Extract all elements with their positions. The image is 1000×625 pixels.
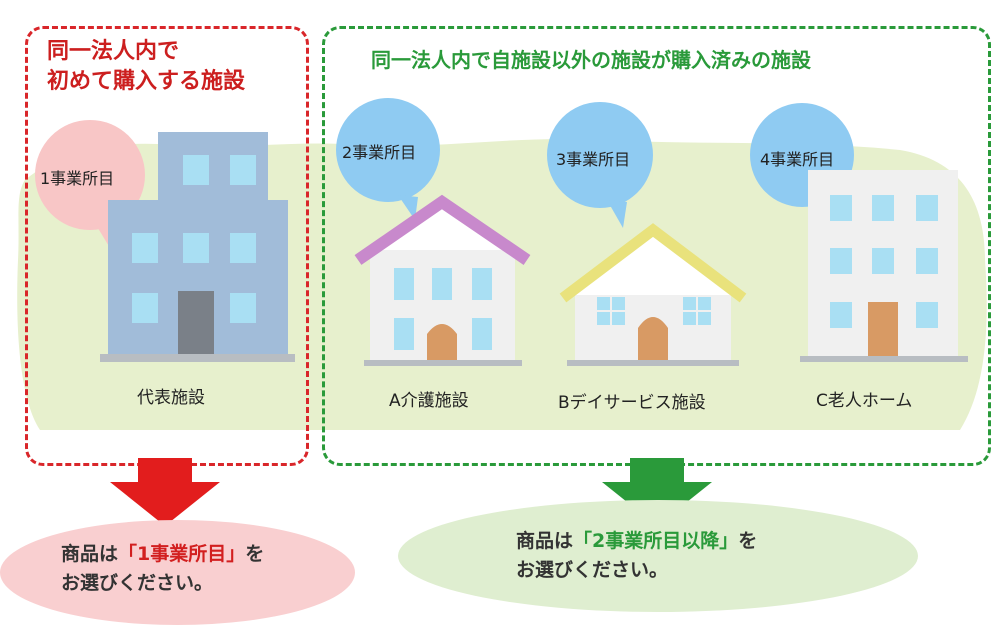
house-icon: [330, 90, 535, 375]
house-a-bubble-label: 2事業所目: [342, 139, 416, 163]
right-cta-line2: お選びください。: [516, 556, 757, 585]
right-cta-suffix: を: [738, 530, 757, 552]
right-cta-highlight: 「2事業所目以降」: [573, 530, 738, 552]
left-title-line2: 初めて購入する施設: [47, 67, 245, 97]
left-cta-text: 商品は「1事業所目」を お選びください。: [61, 540, 264, 598]
house-b-bubble-label: 3事業所目: [556, 146, 630, 170]
building-c-bubble-label: 4事業所目: [760, 146, 834, 170]
left-group-title: 同一法人内で 初めて購入する施設: [47, 37, 245, 97]
left-facility-label: 代表施設: [137, 383, 205, 408]
left-cta-prefix: 商品は: [61, 543, 118, 565]
building-icon: [28, 115, 300, 370]
left-cta-highlight: 「1事業所目」: [118, 543, 245, 565]
right-cta-prefix: 商品は: [516, 530, 573, 552]
building-c-label: C老人ホーム: [816, 386, 912, 411]
house-a-label: A介護施設: [389, 386, 469, 411]
left-cta-line1: 商品は「1事業所目」を: [61, 540, 264, 569]
right-group-title: 同一法人内で自施設以外の施設が購入済みの施設: [371, 44, 811, 73]
house-b-label: Bデイサービス施設: [558, 388, 706, 413]
building-icon: [750, 100, 975, 370]
right-cta-line1: 商品は「2事業所目以降」を: [516, 527, 757, 556]
right-cta-text: 商品は「2事業所目以降」を お選びください。: [516, 527, 757, 585]
left-cta-suffix: を: [245, 543, 264, 565]
left-bubble-label: 1事業所目: [40, 165, 114, 189]
left-cta-line2: お選びください。: [61, 569, 264, 598]
arrow-down-icon: [110, 458, 220, 526]
left-title-line1: 同一法人内で: [47, 37, 245, 67]
house-icon: [545, 100, 760, 375]
